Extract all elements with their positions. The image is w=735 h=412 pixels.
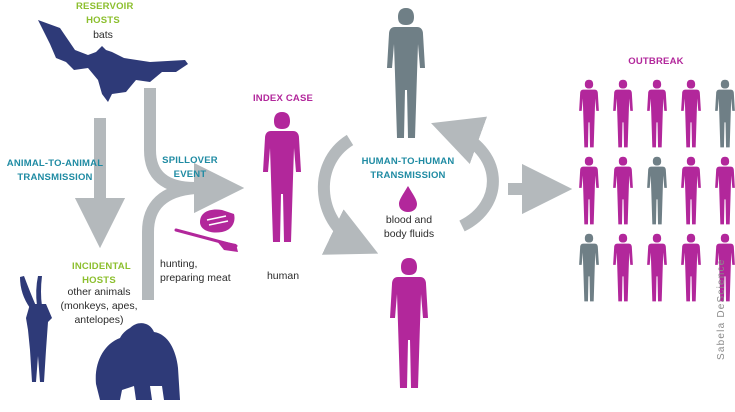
arrow-human-cycle — [317, 116, 499, 255]
index-case-person-icon — [263, 112, 301, 242]
spillover-event-label: hunting, preparing meat — [160, 258, 231, 284]
outbreak-person-infected-icon — [579, 79, 599, 148]
outbreak-person-gray-icon — [579, 233, 599, 302]
outbreak-person-infected-icon — [647, 79, 667, 148]
outbreak-person-infected-icon — [681, 79, 701, 148]
credit-label: Sabela DeScience — [716, 258, 727, 360]
outbreak-heading: OUTBREAK — [628, 56, 684, 67]
meat-icon — [200, 209, 235, 233]
bat-icon — [38, 20, 188, 102]
rifle-icon — [174, 228, 238, 252]
outbreak-person-gray-icon — [715, 79, 735, 148]
outbreak-crowd — [579, 79, 735, 302]
outbreak-person-infected-icon — [613, 233, 633, 302]
outbreak-person-infected-icon — [681, 233, 701, 302]
reservoir-hosts-heading: RESERVOIR HOSTS — [76, 1, 134, 26]
index-case-heading: INDEX CASE — [252, 93, 314, 104]
spillover-event-heading: SPILLOVER EVENT — [162, 155, 218, 180]
incidental-hosts-heading: INCIDENTAL HOSTS — [72, 261, 131, 286]
human-to-human-label: HUMAN-TO-HUMAN TRANSMISSION — [361, 156, 455, 181]
outbreak-person-infected-icon — [681, 156, 701, 225]
outbreak-person-infected-icon — [613, 156, 633, 225]
body-fluids-label: blood and body fluids — [383, 214, 435, 240]
antelope-icon — [20, 276, 52, 382]
incidental-hosts-label: other animals (monkeys, apes, antelopes) — [60, 286, 138, 326]
gorilla-icon — [95, 323, 180, 400]
outbreak-person-infected-icon — [647, 233, 667, 302]
outbreak-person-infected-icon — [579, 156, 599, 225]
arrow-spillover — [142, 88, 245, 300]
reservoir-hosts-label: bats — [93, 29, 113, 41]
infected-person-icon — [387, 8, 425, 138]
outbreak-person-infected-icon — [715, 156, 735, 225]
animal-to-animal-label: ANIMAL-TO-ANIMAL TRANSMISSION — [6, 158, 104, 183]
outbreak-person-gray-icon — [647, 156, 667, 225]
person-icon — [390, 258, 428, 388]
index-case-label: human — [266, 270, 300, 282]
blood-drop-icon — [399, 186, 417, 212]
outbreak-person-infected-icon — [613, 79, 633, 148]
